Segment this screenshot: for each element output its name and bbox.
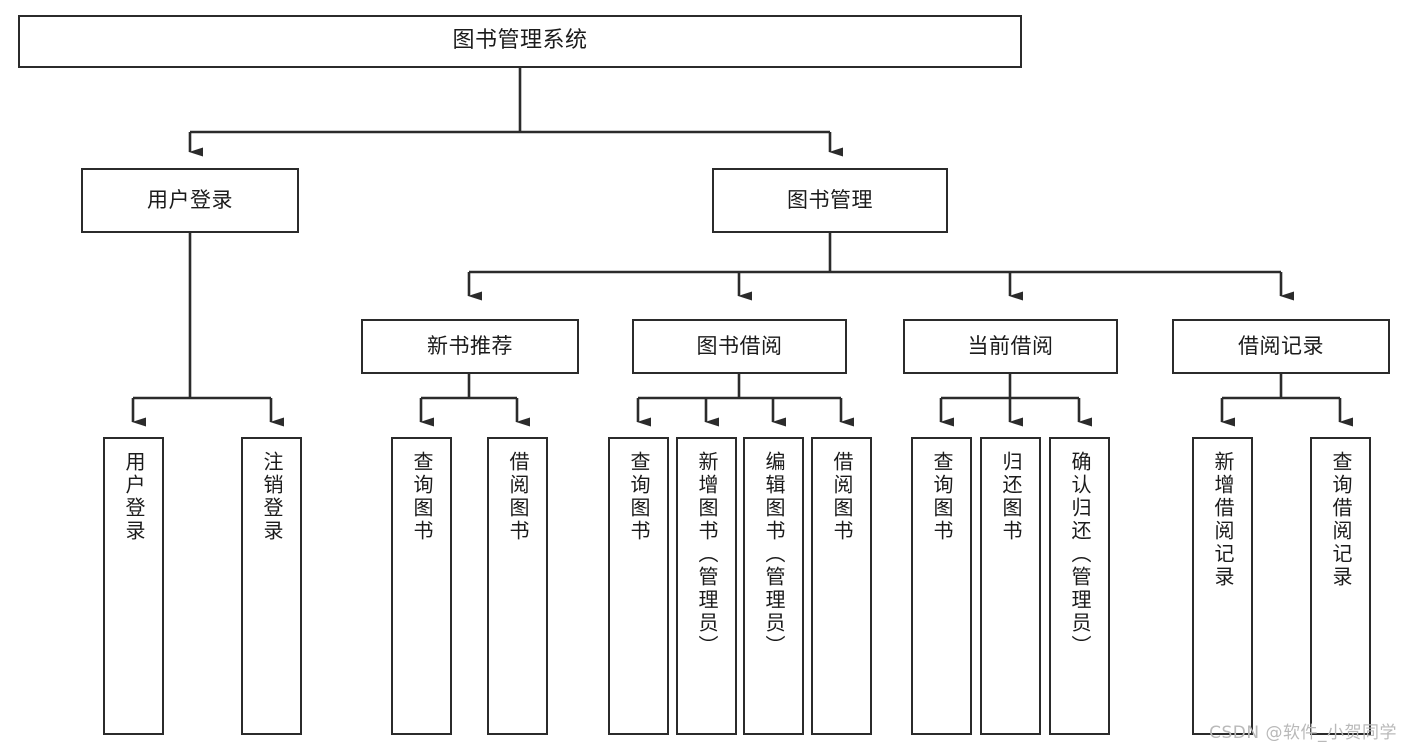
leaf-user-login[interactable]: 用户登录	[103, 437, 164, 735]
node-label: 借阅图书	[506, 451, 530, 543]
leaf-add-borrow-record[interactable]: 新增借阅记录	[1192, 437, 1253, 735]
node-label: 图书管理	[787, 187, 873, 212]
node-label: 当前借阅	[967, 333, 1054, 358]
leaf-edit-book-admin[interactable]: 编辑图书（管理员）	[743, 437, 804, 735]
node-label: 确认归还（管理员）	[1068, 451, 1092, 658]
node-label: 新增图书（管理员）	[695, 451, 719, 658]
node-label: 注销登录	[260, 451, 284, 543]
node-label: 新书推荐	[427, 333, 513, 358]
leaf-query-book-recommendation[interactable]: 查询图书	[391, 437, 452, 735]
node-book-management[interactable]: 图书管理	[712, 168, 948, 233]
node-label: 查询图书	[930, 451, 954, 543]
node-root-book-management-system[interactable]: 图书管理系统	[18, 15, 1022, 68]
node-label: 编辑图书（管理员）	[762, 451, 786, 658]
node-label: 图书管理系统	[452, 28, 588, 54]
node-label: 查询图书	[410, 451, 434, 543]
node-label: 借阅记录	[1238, 333, 1324, 358]
node-user-login[interactable]: 用户登录	[81, 168, 299, 233]
node-current-borrow[interactable]: 当前借阅	[903, 319, 1118, 374]
leaf-query-book-current[interactable]: 查询图书	[911, 437, 972, 735]
csdn-watermark: CSDN @软件_小贺同学	[1209, 723, 1397, 743]
node-borrow-record[interactable]: 借阅记录	[1172, 319, 1390, 374]
leaf-return-book[interactable]: 归还图书	[980, 437, 1041, 735]
node-label: 借阅图书	[830, 451, 854, 543]
node-label: 新增借阅记录	[1211, 451, 1235, 589]
leaf-query-borrow-record[interactable]: 查询借阅记录	[1310, 437, 1371, 735]
leaf-add-book-admin[interactable]: 新增图书（管理员）	[676, 437, 737, 735]
leaf-query-book-borrow[interactable]: 查询图书	[608, 437, 669, 735]
node-new-book-recommendation[interactable]: 新书推荐	[361, 319, 579, 374]
leaf-confirm-return-admin[interactable]: 确认归还（管理员）	[1049, 437, 1110, 735]
node-label: 图书借阅	[696, 333, 783, 358]
node-label: 查询借阅记录	[1329, 451, 1353, 589]
node-book-borrow[interactable]: 图书借阅	[632, 319, 847, 374]
leaf-borrow-book-recommendation[interactable]: 借阅图书	[487, 437, 548, 735]
node-label: 归还图书	[999, 451, 1023, 543]
node-label: 用户登录	[122, 451, 146, 543]
node-label: 查询图书	[627, 451, 651, 543]
leaf-logout-login[interactable]: 注销登录	[241, 437, 302, 735]
node-label: 用户登录	[147, 187, 233, 212]
leaf-borrow-book-borrow[interactable]: 借阅图书	[811, 437, 872, 735]
